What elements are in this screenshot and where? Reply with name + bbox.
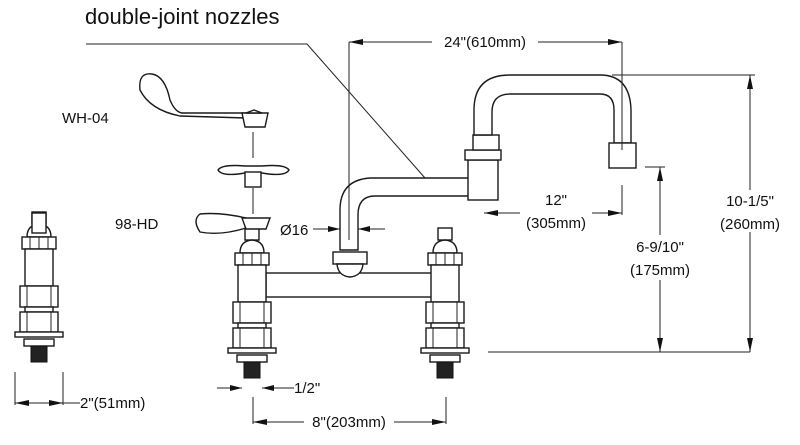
wh04-label: WH-04: [62, 110, 109, 127]
title-leader-line: [86, 43, 426, 179]
right-valve: [420, 227, 470, 379]
centers-label: 8"(203mm): [312, 414, 386, 431]
overall-height-in-label: 10-1/5": [726, 193, 774, 210]
spout-clearance-in-label: 6-9/10": [636, 239, 684, 256]
thread-dimension: [217, 385, 294, 391]
thread-label: 1/2": [294, 380, 320, 397]
98hd-lever-handle-icon: [195, 212, 271, 235]
double-joint-swivel: [464, 134, 502, 201]
side-valve: [14, 211, 64, 363]
side-valve-cap: [31, 212, 47, 234]
spout-clearance-mm-label: (175mm): [630, 262, 690, 279]
left-valve: [227, 227, 277, 379]
wh04-lever-handle-icon: [139, 73, 269, 128]
cross-handle-icon: [217, 164, 290, 188]
title-label: double-joint nozzles: [85, 4, 279, 29]
overall-reach-label: 24"(610mm): [444, 34, 526, 51]
upper-spout: [473, 74, 632, 144]
nozzle-reach-mm-label: (305mm): [526, 215, 586, 232]
overall-height-mm-label: (260mm): [720, 216, 780, 233]
shank-length-dimension: [14, 372, 80, 406]
overall-reach-dimension: [348, 39, 623, 240]
nozzle-reach-in-label: 12": [545, 192, 567, 209]
shank-length-label: 2"(51mm): [80, 395, 145, 412]
nozzle-reach-dimension: [484, 185, 623, 216]
98hd-label: 98-HD: [115, 216, 159, 233]
pipe-diameter-label: Ø16: [280, 222, 308, 239]
centers-dimension: [252, 397, 447, 425]
overall-height-dimension: [747, 75, 753, 352]
spout-clearance-dimension: [657, 167, 663, 352]
